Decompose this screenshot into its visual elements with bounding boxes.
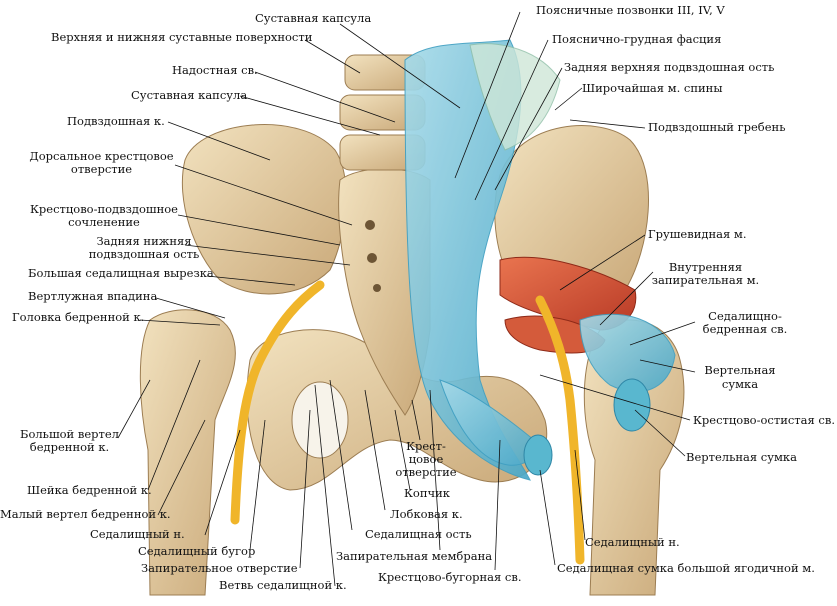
label-poyasnichnye: Поясничные позвонки III, IV, V xyxy=(536,3,725,17)
label-sedal-sumka: Седалищная сумка большой ягодичной м. xyxy=(557,561,815,575)
label-zadnyaya-nizh-2: подвздошная ость xyxy=(88,247,200,261)
label-malyy-vertel: Малый вертел бедренной к. xyxy=(0,507,171,521)
label-dorsalnoe-2: отверстие xyxy=(70,162,133,176)
left-sciatic-nerve xyxy=(230,280,325,525)
label-zapir-membrana: Запирательная мембрана xyxy=(336,549,493,563)
label-bolshoy-vertel-1: Большой вертел xyxy=(20,427,119,441)
label-sedal-ost: Седалищная ость xyxy=(365,527,472,541)
label-vertelnaya-sumka-b: Вертельная сумка xyxy=(686,450,797,464)
label-vnutr-zapir-2: запирательная м. xyxy=(651,273,760,287)
label-krestsovo-podvzd-1: Крестцово-подвздошное xyxy=(30,202,178,216)
trochanteric-bursa xyxy=(613,378,651,432)
label-kopchik: Копчик xyxy=(404,486,450,500)
sacral-foramen-3 xyxy=(373,284,381,292)
obturator-foramen xyxy=(291,381,349,459)
ischial-bursa xyxy=(523,434,553,476)
label-sustavnaya-kapsula-mid: Суставная капсула xyxy=(131,88,248,102)
label-krest-otv-2: цовое xyxy=(408,452,444,466)
label-dorsalnoe-1: Дорсальное крестцовое xyxy=(29,149,174,163)
label-shirochayshaya: Широчайшая м. спины xyxy=(582,81,723,95)
sacral-foramen-2 xyxy=(367,253,377,263)
label-zapiratelnoe-otv: Запирательное отверстие xyxy=(141,561,298,575)
label-zadnyaya-verkh: Задняя верхняя подвздошная ость xyxy=(564,60,775,74)
label-grushevidnaya: Грушевидная м. xyxy=(648,227,747,241)
label-sedal-bugor: Седалищный бугор xyxy=(138,544,256,558)
label-krestsovo-bugornaya: Крестцово-бугорная св. xyxy=(378,570,522,584)
label-krestsovo-ostistaya: Крестцово-остистая св. xyxy=(693,413,836,427)
label-greben: Подвздошный гребень xyxy=(648,120,786,134)
leader-lines xyxy=(117,11,696,587)
label-krestsovo-podvzd-2: сочленение xyxy=(68,215,140,229)
label-krest-otv-1: Крест- xyxy=(406,439,446,453)
label-podvzdoshnaya: Подвздошная к. xyxy=(67,114,165,128)
label-vertluzhnaya: Вертлужная впадина xyxy=(28,289,158,303)
label-poverkhnosti: Верхняя и нижняя суставные поверхности xyxy=(51,30,313,44)
right-sciatic-nerve xyxy=(535,295,585,565)
label-vetv: Ветвь седалищной к. xyxy=(219,578,347,592)
label-zadnyaya-nizh-1: Задняя нижняя xyxy=(96,234,192,248)
label-sedal-n-left: Седалищный н. xyxy=(90,527,185,541)
label-bolshaya-sedal: Большая седалищная вырезка xyxy=(28,266,214,280)
sacrotuberous-ligament xyxy=(439,379,541,466)
label-sedal-bedr-2: бедренная св. xyxy=(702,322,788,336)
label-lobkovaya: Лобковая к. xyxy=(390,507,463,521)
ischiofemoral-ligament xyxy=(579,313,676,393)
label-bolshoy-vertel-2: бедренной к. xyxy=(29,440,110,454)
left-ilium xyxy=(181,124,347,295)
label-fastsiya: Пояснично-грудная фасция xyxy=(552,32,722,46)
label-golovka: Головка бедренной к. xyxy=(12,310,145,324)
label-sustavnaya-kapsula-top: Суставная капсула xyxy=(255,11,372,25)
label-sedal-n-right: Седалищный н. xyxy=(585,535,680,549)
label-sheyka: Шейка бедренной к. xyxy=(27,483,152,497)
label-vertelnaya-sumka-2: сумка xyxy=(721,377,759,391)
sacral-foramen-1 xyxy=(365,220,375,230)
label-vnutr-zapir-1: Внутренняя xyxy=(668,260,743,274)
label-krest-otv-3: отверстие xyxy=(395,465,457,479)
label-nadostnaya: Надостная св. xyxy=(172,63,258,77)
label-vertelnaya-sumka-1: Вертельная xyxy=(704,363,776,377)
label-sedal-bedr-1: Седалищно- xyxy=(708,309,782,323)
